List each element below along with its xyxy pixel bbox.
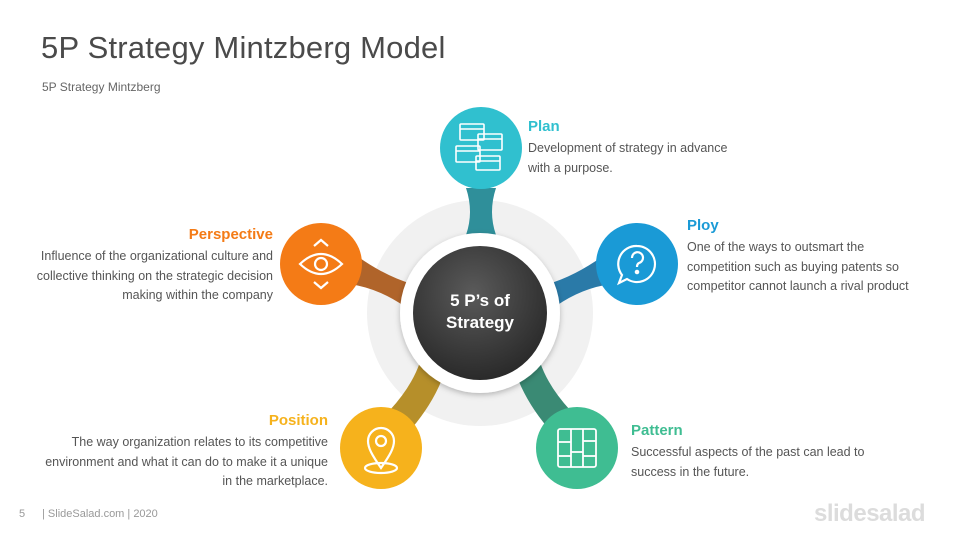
center-circle <box>413 246 547 380</box>
plan-windows-icon <box>455 123 503 171</box>
perspective-heading: Perspective <box>188 226 273 243</box>
page-number: 5 <box>19 508 26 520</box>
footer-credit: | SlideSalad.com | 2020 <box>42 508 158 520</box>
plan-heading: Plan <box>528 118 560 135</box>
ploy-description: One of the ways to outsmart the competit… <box>687 240 909 293</box>
position-heading: Position <box>268 412 328 429</box>
center-label-line1: 5 P’s of <box>450 291 510 310</box>
position-description: The way organization relates to its comp… <box>45 435 328 488</box>
grid-pattern-icon <box>557 428 597 468</box>
location-pin-icon <box>363 426 399 475</box>
center-label: 5 P’s of Strategy <box>430 290 530 334</box>
connector-position <box>390 362 444 428</box>
connector-ploy <box>548 256 611 306</box>
plan-description: Development of strategy in advance with … <box>528 141 728 175</box>
connector-pattern <box>516 362 570 428</box>
center-label-line2: Strategy <box>445 313 515 332</box>
slide-subtitle: 5P Strategy Mintzberg <box>42 80 161 94</box>
perspective-description: Influence of the organizational culture … <box>36 249 273 302</box>
plan-circle <box>440 107 522 189</box>
ploy-heading: Ploy <box>687 217 719 234</box>
pattern-description: Successful aspects of the past can lead … <box>631 445 865 479</box>
question-bubble-icon <box>616 244 657 286</box>
pattern-circle <box>536 407 618 489</box>
brand-logo: slidesalad <box>814 500 926 527</box>
connector-perspective <box>349 256 412 306</box>
pattern-heading: Pattern <box>631 422 683 439</box>
eye-icon <box>298 238 344 290</box>
perspective-circle <box>280 223 362 305</box>
position-circle <box>340 407 422 489</box>
connector-plan <box>466 188 496 235</box>
slide-title: 5P Strategy Mintzberg Model <box>41 30 446 65</box>
